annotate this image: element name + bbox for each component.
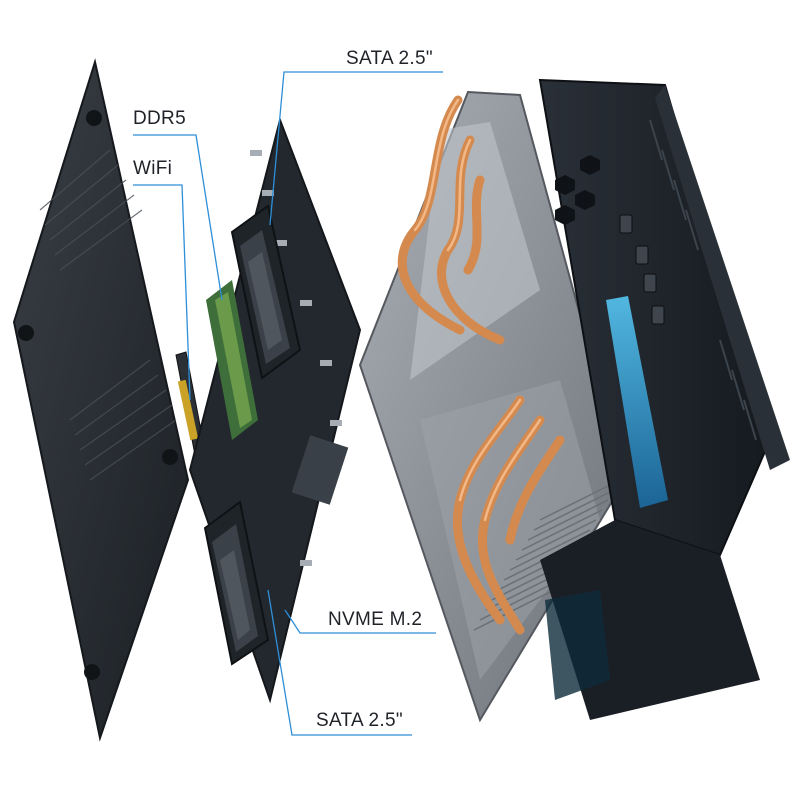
label-sata-bottom: SATA 2.5"	[316, 710, 403, 731]
leader-line-nvme	[284, 609, 436, 634]
label-nvme: NVME M.2	[328, 609, 423, 630]
leader-line-sata-top	[269, 71, 443, 226]
copper-heatpipe-highlights	[413, 98, 542, 522]
label-sata-top: SATA 2.5"	[346, 48, 433, 69]
case-chassis	[538, 78, 790, 720]
label-wifi: WiFi	[133, 158, 173, 179]
bottom-plate	[12, 58, 190, 742]
sata-drive-top	[230, 204, 302, 380]
leader-line-ddr5	[133, 134, 223, 301]
leader-lines	[133, 71, 443, 736]
leader-line-sata-bottom	[267, 589, 412, 736]
sata-drive-bottom	[203, 500, 270, 666]
label-ddr5: DDR5	[133, 108, 186, 129]
leader-line-wifi	[133, 184, 191, 401]
